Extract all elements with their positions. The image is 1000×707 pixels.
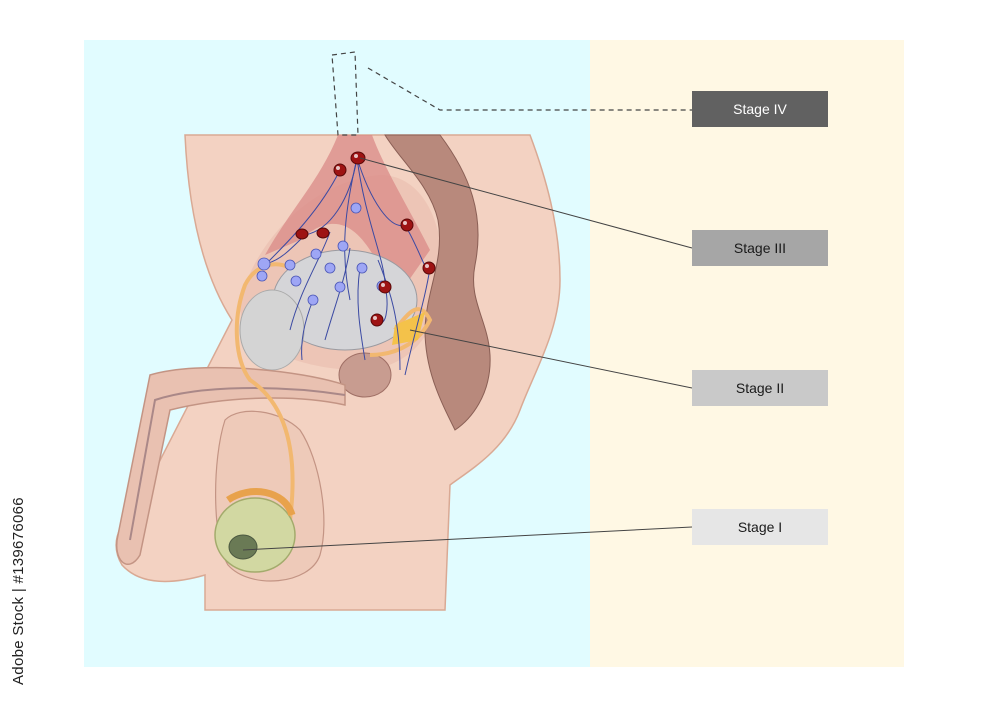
stock-watermark: Adobe Stock | #139676066 xyxy=(10,497,27,685)
epididymis xyxy=(226,488,296,517)
pelvic-lymph-nodes-blue xyxy=(256,202,388,306)
penis xyxy=(116,366,346,565)
vas-deferens xyxy=(234,262,433,521)
pubic-bone xyxy=(239,289,305,371)
right-panel-background xyxy=(590,40,904,667)
stage-4-label: Stage IV xyxy=(692,91,828,127)
stage-1-leader-line xyxy=(242,526,693,551)
stage-2-leader-line xyxy=(409,329,693,389)
stage-3-leader-line xyxy=(359,157,693,249)
lymphatic-vessels xyxy=(264,157,431,376)
seminal-vesicle xyxy=(392,312,425,345)
iliac-vessel-region xyxy=(265,135,430,300)
stage-2-label: Stage II xyxy=(692,370,828,406)
stage-4-leader-line xyxy=(367,67,692,111)
lymph-node-highlights xyxy=(336,154,429,320)
urethra xyxy=(129,387,346,541)
stage-1-label: Stage I xyxy=(692,509,828,545)
stage-3-label: Stage III xyxy=(692,230,828,266)
rectum xyxy=(384,134,491,431)
prostate xyxy=(338,352,392,398)
testicular-tumor xyxy=(228,534,258,560)
lymph-nodes-red xyxy=(295,151,436,327)
testis xyxy=(214,497,296,573)
